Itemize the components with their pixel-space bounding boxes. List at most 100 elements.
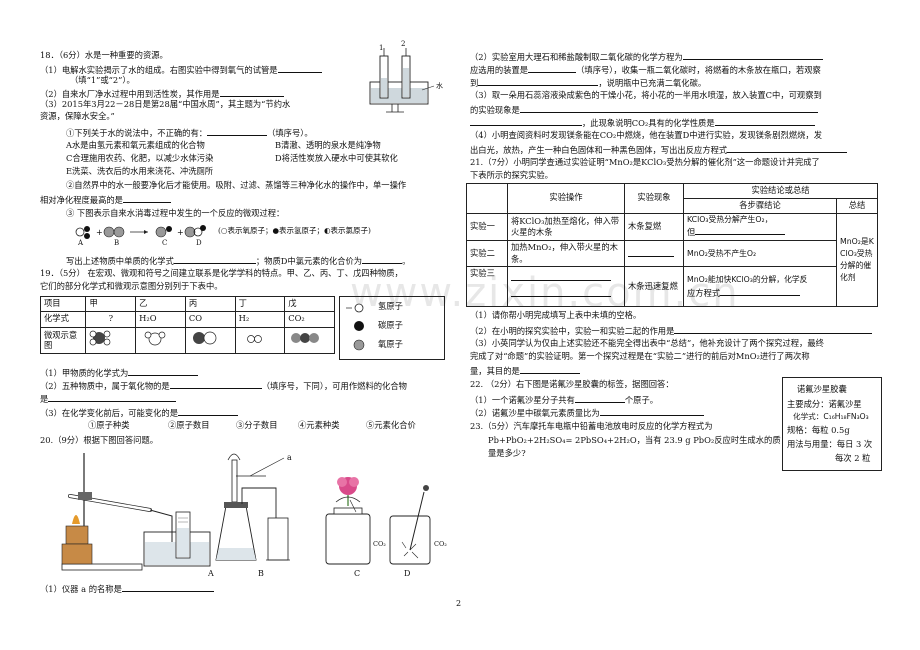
answer-blank[interactable] bbox=[169, 379, 262, 389]
q20-p4a: （4）小明查阅资料时发现镁条能在CO₂中燃烧，他在装置D中进行实验，发现镁条剧烈… bbox=[470, 130, 822, 140]
q21-header-operation: 实验操作 bbox=[507, 183, 625, 214]
co2-label-c: CO₂ bbox=[373, 540, 386, 548]
q21-r3d1: MnO₂能加快KClO₃的分解，化学反 bbox=[687, 275, 808, 285]
q18-sub2b-text: 相对净化程度最高的是 bbox=[40, 195, 123, 205]
q18-p1b: （填“1”或“2”）。 bbox=[70, 75, 135, 85]
micro-label-b: B bbox=[114, 239, 120, 247]
q20-p2d: 到，说明瓶中已充满二氧化碳。 bbox=[470, 76, 706, 90]
answer-blank[interactable] bbox=[599, 406, 704, 416]
q20-p4b-text: 出白光，放热，产生一种白色固体和一种黑色固体，写出出反应方程式 bbox=[470, 145, 728, 155]
q19-opt5: ⑤元素化合价 bbox=[366, 420, 416, 430]
q20-p2: （2）实验室用大理石和稀盐酸制取二氧化碳的化学方程为 bbox=[470, 50, 823, 64]
q21-header-phenomenon: 实验现象 bbox=[624, 183, 684, 214]
q18-p2-text: （2）自来水厂净水过程中用到活性炭，其作用是 bbox=[40, 89, 220, 99]
legend-hydrogen: 氢原子 bbox=[378, 301, 403, 311]
answer-blank[interactable] bbox=[720, 286, 801, 296]
q18-sub3: ③ 下图表示自来水消毒过程中发生的一个反应的微观过程： bbox=[66, 208, 285, 218]
q18-sub1-text: ①下列关于水的说法中，不正确的有： bbox=[66, 128, 208, 138]
q21-summary-cell: MnO₂是KClO₃受热分解的催化剂 bbox=[836, 212, 878, 308]
q20-head: 20.（9分）根据下图回答问题。 bbox=[40, 435, 159, 445]
q18-optC: C合理施用农药、化肥，以减少水体污染 bbox=[66, 153, 214, 163]
q21-cell: 木条迅速复燃 bbox=[624, 266, 684, 308]
q21-cell: 将KClO₃加热至熔化，伸入带火星的木条 bbox=[507, 212, 625, 242]
q18-optB: B清澈、透明的泉水是纯净物 bbox=[275, 140, 381, 150]
tube-1-label: 1 bbox=[379, 44, 384, 52]
answer-blank[interactable] bbox=[219, 87, 284, 97]
q21-head: 21.（7分）小明同学查通过实验证明“MnO₂是KClO₃受热分解的催化剂”这一… bbox=[470, 157, 820, 167]
q18-sub3q1: 写出上述物质中单质的化学式 bbox=[66, 256, 174, 266]
q22-p2-text: （2）诺氟沙星中碳氧元素质量比为 bbox=[470, 408, 600, 418]
q19-table: 项目 甲 乙 丙 丁 戊 化学式 ? H₂O CO H₂ CO₂ 微观示意图 bbox=[39, 296, 335, 354]
q20-p2d-text: 到 bbox=[470, 78, 479, 88]
q21-table: 实验操作 实验现象 实验结论或总结 各步骤结论 总结 实验一 将KClO₃加热至… bbox=[466, 183, 878, 308]
q21-p3c: 量，其目的是 bbox=[470, 364, 580, 378]
q18-p1: （1）电解水实验揭示了水的组成。右图实验中得到氧气的试管是 bbox=[40, 63, 322, 77]
co2-label-d: CO₂ bbox=[434, 540, 447, 548]
answer-blank[interactable] bbox=[207, 126, 268, 136]
q19-cell: ? bbox=[85, 310, 137, 328]
answer-blank[interactable] bbox=[121, 582, 214, 592]
q18-sub1: ①下列关于水的说法中，不正确的有：（填序号）。 bbox=[66, 126, 313, 140]
answer-blank[interactable] bbox=[511, 271, 611, 281]
answer-blank[interactable] bbox=[478, 76, 599, 86]
q21-row-2: 实验二 加热MnO₂，伸入带火星的木条。 MnO₂受热不产生O₂ bbox=[466, 240, 878, 268]
q21-cell: 木条复燃 bbox=[624, 212, 684, 242]
q19-micro-ding bbox=[234, 326, 286, 354]
answer-blank[interactable] bbox=[277, 63, 322, 73]
q18-sub3q2: ；物质D中氯元素的化合价为 bbox=[255, 256, 363, 266]
answer-blank[interactable] bbox=[519, 103, 818, 113]
q19-cell: H₂O bbox=[135, 310, 186, 328]
q18-sub2b: 相对净化程度最高的是 bbox=[40, 193, 171, 207]
answer-blank[interactable] bbox=[178, 406, 239, 416]
q21-cell-blank[interactable] bbox=[507, 266, 625, 308]
answer-blank[interactable] bbox=[511, 287, 611, 297]
drug-label-title: 诺氟沙星胶囊 bbox=[797, 384, 847, 394]
svg-text:+: + bbox=[177, 228, 184, 237]
answer-blank[interactable] bbox=[519, 364, 580, 374]
q21-r1d2-text: 但 bbox=[687, 227, 696, 238]
q19-cell: 微观示意图 bbox=[39, 326, 87, 354]
q18-optE: E洗菜、洗衣后的水用来浇花、冲洗厕所 bbox=[66, 166, 214, 176]
q18-head: 18．（6分）水是一种重要的资源。 bbox=[40, 50, 168, 60]
answer-blank[interactable] bbox=[48, 392, 177, 402]
q21-cell-blank[interactable] bbox=[624, 240, 684, 268]
q18-p2: （2）自来水厂净水过程中用到活性炭，其作用是 bbox=[40, 87, 284, 101]
answer-blank[interactable] bbox=[714, 116, 815, 126]
drug-label-line-2: 化学式：C₁₆H₁₈FN₃O₃ bbox=[793, 412, 869, 421]
q21-r1d1: KClO₃受热分解产生O₂， bbox=[687, 214, 773, 224]
q21-cell: MnO₂受热不产生O₂ bbox=[683, 240, 837, 268]
answer-blank[interactable] bbox=[470, 116, 582, 126]
q19-p2: （2）五种物质中，属于氧化物的是（填序号，下同），可用作燃料的化合物 bbox=[40, 379, 407, 393]
q19-table-row-3: 微观示意图 bbox=[39, 326, 335, 354]
q21-header-summary: 总结 bbox=[836, 197, 878, 214]
q18-p3a: （3）2015年3月22－28日是第28届“中国水周”，其主题为“节约水 bbox=[40, 99, 291, 109]
q19-micro-jia bbox=[85, 326, 137, 354]
q19-head: 19．（5分） 在宏观、微观和符号之间建立联系是化学学科的特点。甲、乙、丙、丁、… bbox=[40, 268, 403, 278]
answer-blank[interactable] bbox=[628, 247, 674, 257]
answer-blank[interactable] bbox=[674, 324, 873, 334]
answer-blank[interactable] bbox=[727, 143, 848, 153]
answer-blank[interactable] bbox=[528, 63, 577, 73]
q21-cell: MnO₂能加快KClO₃的分解，化学反 应方程式 bbox=[683, 266, 837, 308]
q19-cell: 项目 bbox=[39, 296, 87, 312]
q19-table-row-2: 化学式 ? H₂O CO H₂ CO₂ bbox=[39, 310, 335, 328]
q20-p2b-text: 应选用的装置是 bbox=[470, 65, 529, 75]
q18-optA: A水是由氢元素和氧元素组成的化合物 bbox=[66, 140, 205, 150]
q21-head2: 下表所示的探究实验。 bbox=[470, 170, 553, 180]
q22-p2: （2）诺氟沙星中碳氧元素质量比为 bbox=[470, 406, 704, 420]
answer-blank[interactable] bbox=[682, 50, 823, 60]
answer-blank[interactable] bbox=[574, 393, 625, 403]
drug-label-line-5: 每次 2 粒 bbox=[835, 453, 871, 463]
answer-blank[interactable] bbox=[362, 254, 403, 264]
q21-cell: 加热MnO₂，伸入带火星的木条。 bbox=[507, 240, 625, 268]
answer-blank[interactable] bbox=[122, 193, 171, 203]
q19-opt2: ②原子数目 bbox=[168, 420, 210, 430]
answer-blank[interactable] bbox=[128, 366, 199, 376]
answer-blank[interactable] bbox=[173, 254, 256, 264]
answer-blank[interactable] bbox=[695, 225, 786, 236]
micro-label-d: D bbox=[196, 239, 202, 247]
q19-p2c: 是 bbox=[40, 392, 177, 406]
q18-sub3-answers: 写出上述物质中单质的化学式；物质D中氯元素的化合价为。 bbox=[66, 254, 410, 268]
micro-reaction: + + bbox=[75, 225, 206, 239]
q20-p3b: 的实验现象是 bbox=[470, 103, 818, 117]
